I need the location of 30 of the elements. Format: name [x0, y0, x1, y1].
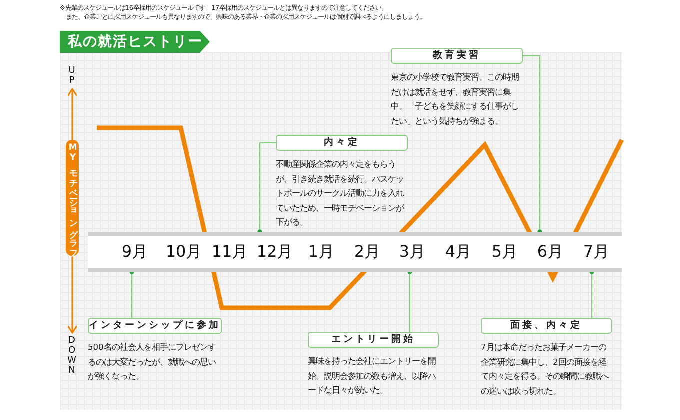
leader-line [590, 270, 594, 318]
callout-text: 500名の社会人を相手にプレゼンするのは大変だったが、就職への思いが強くなった。 [88, 341, 217, 383]
axis-end-label: DOWN [67, 336, 77, 376]
callout-heading: 教育実習 [391, 48, 523, 64]
leader-line [130, 270, 134, 318]
axis-label: MYモチベーショングラフ [66, 140, 79, 256]
leader-line [408, 270, 412, 332]
month-label: 9月 [110, 236, 160, 268]
callout-text: 7月は本命だったお菓子メーカーの企業研究に集中し、2回の面接を経て内々定を得る。その瞬間に教職への迷いは吹っ切れた。 [481, 341, 610, 398]
month-label: 12月 [252, 236, 298, 268]
month-label: 3月 [390, 236, 435, 268]
title-banner: 私の就活ヒストリー [60, 31, 210, 53]
month-label: 2月 [345, 236, 390, 268]
callout-heading: 内々定 [276, 135, 408, 151]
month-label: 10月 [160, 236, 208, 268]
leader-line [523, 55, 542, 234]
month-label: 4月 [435, 236, 482, 268]
callout-text: 興味を持った会社にエントリーを開始。説明会参加の数も増え、以降ハードな日々が続いた。 [308, 355, 437, 397]
callout-text: 不動産関係企業の内々定をもらうが、引き続き就活を続行。バスケットボールのサークル活動に力を入れていたため、一時モチベーションが下がる。 [276, 158, 406, 229]
callout-heading: 面接、内々定 [481, 318, 612, 334]
month-label: 6月 [528, 236, 573, 268]
month-label: 7月 [573, 236, 620, 268]
month-label: 11月 [208, 236, 252, 268]
month-label: 5月 [482, 236, 528, 268]
callout-text: 東京の小学校で教育実習。この時期だけは就活をせず、教育実習に集中。「子どもを笑顔にする仕事がしたい」という気持ちが強まる。 [391, 71, 520, 128]
leader-line [258, 142, 276, 234]
month-label: 1月 [298, 236, 345, 268]
axis-end-label: UP [67, 66, 77, 86]
callout-heading: インターンシップに参加 [88, 318, 222, 334]
callout-heading: エントリー開始 [308, 332, 439, 348]
